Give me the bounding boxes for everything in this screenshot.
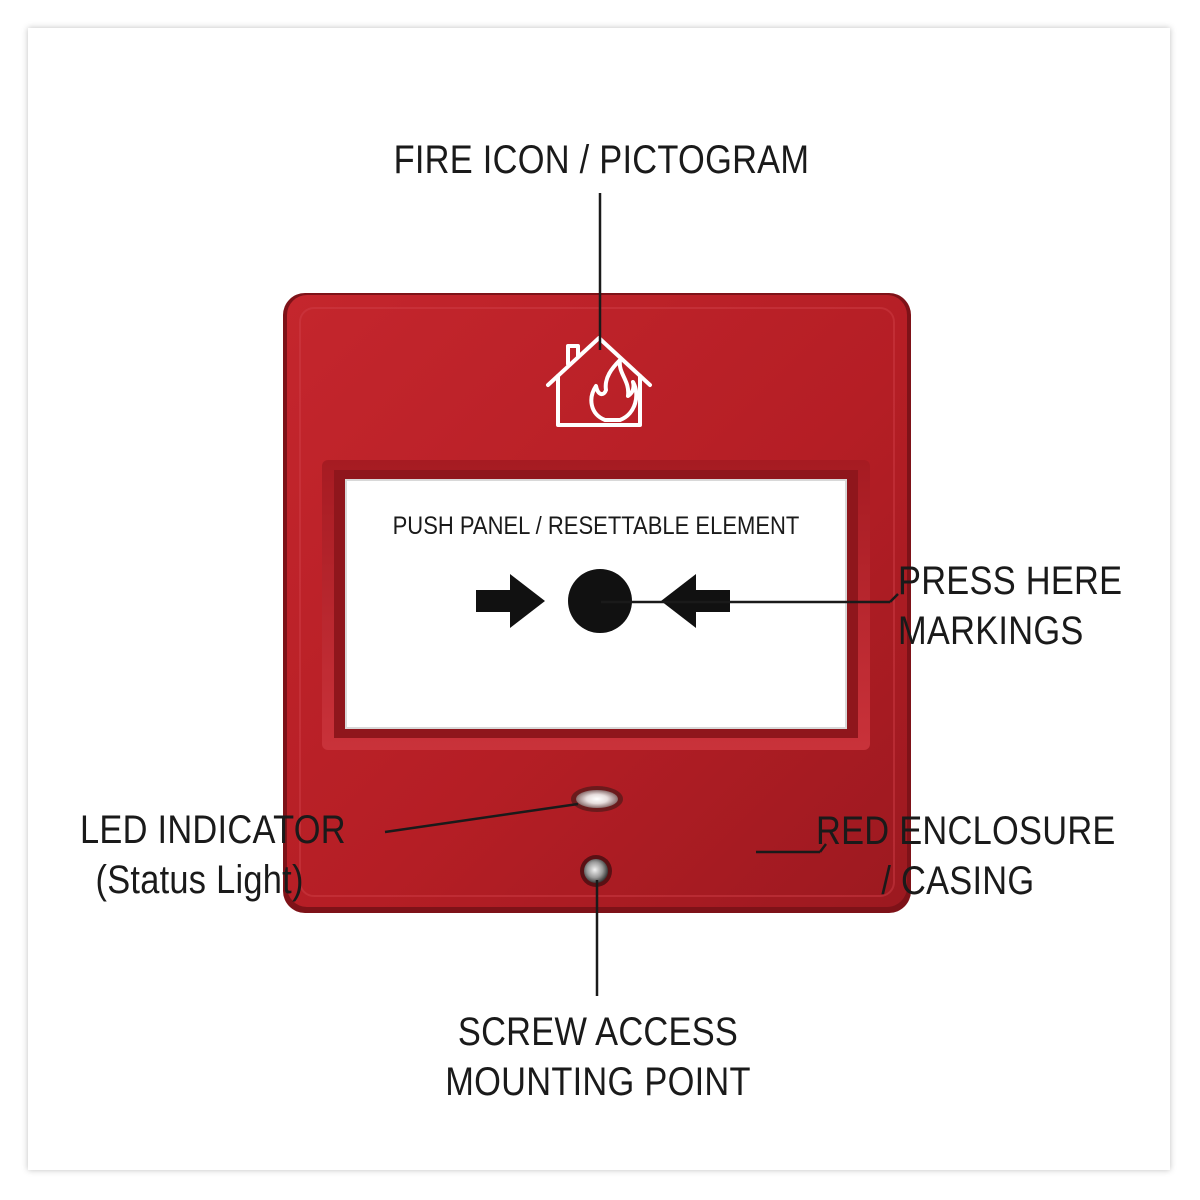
- press-here-label: PRESS HERE MARKINGS: [898, 559, 1123, 653]
- leader-lines: [384, 193, 899, 996]
- arrow-right-icon: [476, 574, 545, 628]
- led-leader: [384, 802, 579, 834]
- screw-access-point: [580, 855, 612, 887]
- red-enclosure-label: RED ENCLOSURE / CASING: [816, 809, 1116, 903]
- push-panel-label: PUSH PANEL / RESETTABLE ELEMENT: [392, 512, 800, 540]
- screw-access-label: SCREW ACCESS MOUNTING POINT: [445, 1010, 751, 1104]
- fire-icon-label: FIRE ICON / PICTOGRAM: [393, 138, 810, 182]
- led-indicator-label: LED INDICATOR (Status Light): [80, 808, 346, 902]
- press-dot-icon: [568, 569, 632, 633]
- led-indicator: [571, 786, 623, 812]
